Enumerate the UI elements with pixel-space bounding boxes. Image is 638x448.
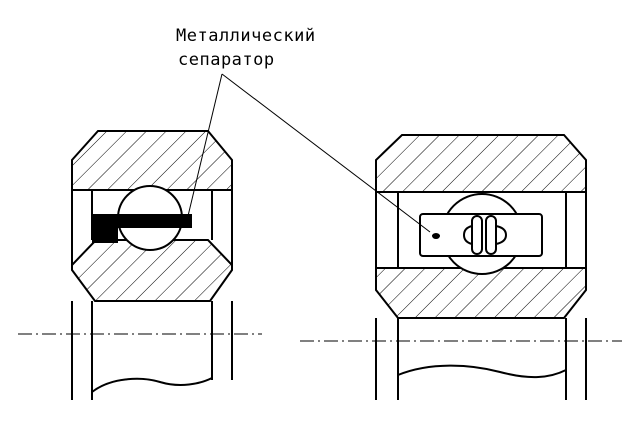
right-inner-ring xyxy=(375,267,587,319)
left-outer-ring xyxy=(71,130,233,191)
right-bearing xyxy=(375,134,587,400)
separator-label-line2: сепаратор xyxy=(178,50,275,70)
axis-lines xyxy=(18,333,622,342)
right-outer-ring xyxy=(375,134,587,193)
left-bearing xyxy=(71,130,233,400)
left-separator xyxy=(92,214,192,243)
leader-lines xyxy=(187,73,431,233)
separator-label-line1: Металлический xyxy=(176,26,316,46)
leader-left xyxy=(187,73,223,217)
leader-right xyxy=(221,73,431,233)
